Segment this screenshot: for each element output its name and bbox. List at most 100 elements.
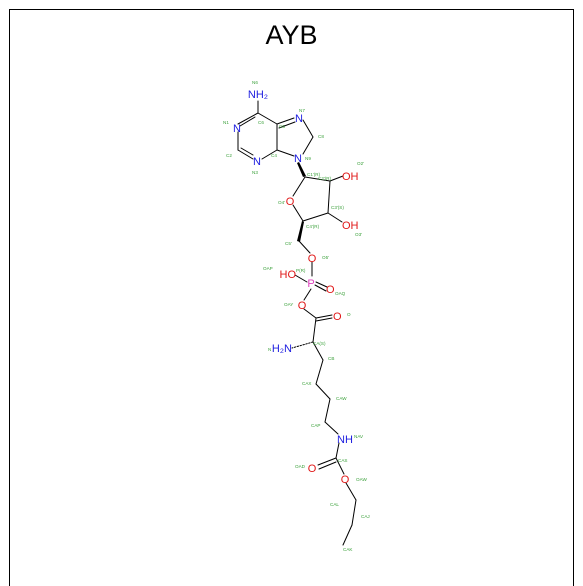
bond <box>303 308 317 319</box>
bond <box>276 149 295 157</box>
bond <box>342 524 353 546</box>
bond <box>318 461 337 470</box>
label-caj: CAJ <box>361 514 370 519</box>
label-c1p: C1'(R) <box>307 172 321 177</box>
atom-symbols: NH₂ N N N N OH OH O O HO P O O O H₂N NH … <box>233 89 359 486</box>
label-n6: N6 <box>252 80 258 85</box>
label-oap: OAP <box>263 266 273 271</box>
atom-n1: N <box>233 123 241 135</box>
bond <box>324 421 339 435</box>
label-oaq: OAQ <box>335 291 346 296</box>
bond <box>237 112 259 125</box>
label-cax: CAX <box>302 381 311 386</box>
atom-nh-side: NH <box>337 434 353 446</box>
label-c6: C6 <box>258 120 264 125</box>
bond <box>302 212 329 222</box>
atom-p: P <box>307 278 314 290</box>
bond <box>312 341 324 361</box>
bond <box>303 288 312 301</box>
label-o4p: O4' <box>278 200 285 205</box>
bond <box>292 204 304 222</box>
bond <box>302 119 314 138</box>
bond <box>298 240 311 254</box>
bond <box>257 112 278 125</box>
atom-o-carbonyl: O <box>333 311 342 323</box>
bond <box>278 121 296 129</box>
label-c2p: C2'(R) <box>318 176 332 181</box>
bonds <box>237 100 357 546</box>
bond <box>335 442 340 459</box>
label-o2p: O2' <box>357 161 364 166</box>
bond <box>345 482 357 501</box>
label-oay: OAY <box>284 302 293 307</box>
bond <box>315 383 331 400</box>
atom-oh2: OH <box>342 171 359 183</box>
bond <box>329 175 344 182</box>
label-o5p: O5' <box>322 255 329 260</box>
bond <box>335 457 345 475</box>
label-cak: CAK <box>343 547 353 552</box>
atom-o-ester: O <box>298 300 307 312</box>
label-n7: N7 <box>299 108 305 113</box>
atom-n9: N <box>294 153 302 165</box>
label-cal: CAL <box>330 502 339 507</box>
bond <box>239 116 256 127</box>
bond <box>327 212 343 223</box>
label-c4: C4 <box>271 153 277 158</box>
label-oaw: OAW <box>356 477 367 482</box>
bond <box>276 117 295 125</box>
bond <box>317 457 337 466</box>
label-n9: N9 <box>305 156 311 161</box>
bond <box>351 499 357 526</box>
atom-o-p-double: O <box>326 284 335 296</box>
label-cb: CB <box>328 356 334 361</box>
atom-o-carbamate: O <box>341 474 350 486</box>
label-c5p: C5' <box>285 241 292 246</box>
label-ca: CA(S) <box>313 341 326 346</box>
label-nav: NAV <box>354 434 364 439</box>
label-oad: OAD <box>295 464 306 469</box>
bond <box>291 341 314 349</box>
bond <box>294 274 308 283</box>
label-caw: CAW <box>336 396 347 401</box>
label-n1: N1 <box>223 120 229 125</box>
bond <box>304 176 331 182</box>
label-c3p: C3'(S) <box>331 205 344 210</box>
label-c4p: C4'(R) <box>306 224 320 229</box>
atom-o-carbamate-double: O <box>308 463 317 475</box>
wedge-bond <box>297 162 306 177</box>
label-cas: CAS <box>338 458 347 463</box>
label-cap: CAP <box>311 423 320 428</box>
bond <box>237 149 254 160</box>
structure-frame <box>9 9 574 586</box>
bond <box>315 314 333 319</box>
bond <box>315 359 324 385</box>
label-o3p: O3' <box>355 232 362 237</box>
wedge-bond <box>297 221 304 242</box>
atom-o4: O <box>286 196 295 208</box>
bond <box>327 180 331 214</box>
label-o: O <box>347 312 351 317</box>
atom-n3: N <box>253 156 261 168</box>
atom-o5: O <box>308 253 317 265</box>
bond <box>312 317 317 343</box>
label-pr: P(R) <box>296 268 306 273</box>
bond <box>302 136 314 155</box>
bond <box>261 149 278 160</box>
label-c2: C2 <box>226 153 232 158</box>
atom-ho-p: HO <box>280 269 297 281</box>
ligand-title: AYB <box>265 20 318 50</box>
label-n: N <box>268 347 271 352</box>
bond <box>314 284 327 292</box>
bond <box>240 147 254 156</box>
bond <box>292 176 306 197</box>
atom-n7: N <box>295 113 303 125</box>
atom-name-labels: N6 N7 N1 C6 C5 C8 C2 C4 N3 N9 C1'(R) C2'… <box>223 80 370 552</box>
label-c8: C8 <box>318 134 324 139</box>
label-n3: N3 <box>252 170 258 175</box>
bond <box>315 317 333 322</box>
label-c5: C5 <box>279 124 285 129</box>
atom-h2n-alpha: H₂N <box>272 343 292 355</box>
bond <box>324 398 331 423</box>
